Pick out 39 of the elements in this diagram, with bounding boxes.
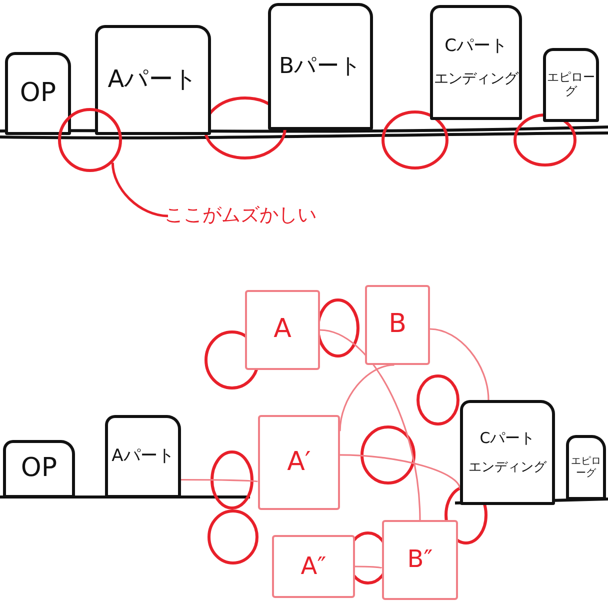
scene-label: Cパート [480, 430, 536, 447]
scene-label: エンディング [434, 70, 518, 88]
connector-line [355, 566, 382, 569]
scene-box [3, 440, 75, 498]
scene-box [105, 415, 181, 498]
annotation-text: ここがムズかしい [164, 205, 316, 227]
scene-box [245, 290, 320, 370]
scene-label: OP [20, 454, 58, 484]
scene-label: エピローグ [570, 456, 602, 479]
scene-label: B″ [407, 546, 433, 574]
highlight-circle [58, 108, 122, 172]
scene-box [543, 48, 599, 122]
scene-label: Cパート [444, 37, 508, 57]
scene-label: B [388, 310, 406, 340]
connector-line [430, 328, 490, 400]
scene-label: エピローグ [546, 71, 596, 99]
scene-box [460, 400, 555, 505]
scene-box [430, 5, 522, 120]
scene-box [258, 415, 340, 510]
scene-box [382, 520, 458, 600]
scene-box [95, 25, 211, 135]
connector-line [340, 454, 461, 490]
scene-label: A [274, 315, 292, 345]
connector-line [339, 364, 394, 432]
scene-box [365, 285, 430, 365]
leader-line [111, 162, 168, 218]
connector-line [320, 329, 421, 520]
scene-label: エンディング [468, 460, 546, 476]
connector-line [181, 478, 258, 482]
scene-box [272, 535, 355, 598]
scene-box [268, 3, 373, 130]
scene-box [566, 435, 606, 500]
scene-label: Aパート [108, 66, 198, 94]
scene-box [5, 52, 71, 135]
scene-label: A′ [287, 448, 311, 478]
scene-label: OP [20, 78, 56, 108]
scene-label: Bパート [278, 54, 362, 80]
scene-label: A″ [300, 552, 326, 580]
scene-label: Aパート [112, 446, 174, 466]
